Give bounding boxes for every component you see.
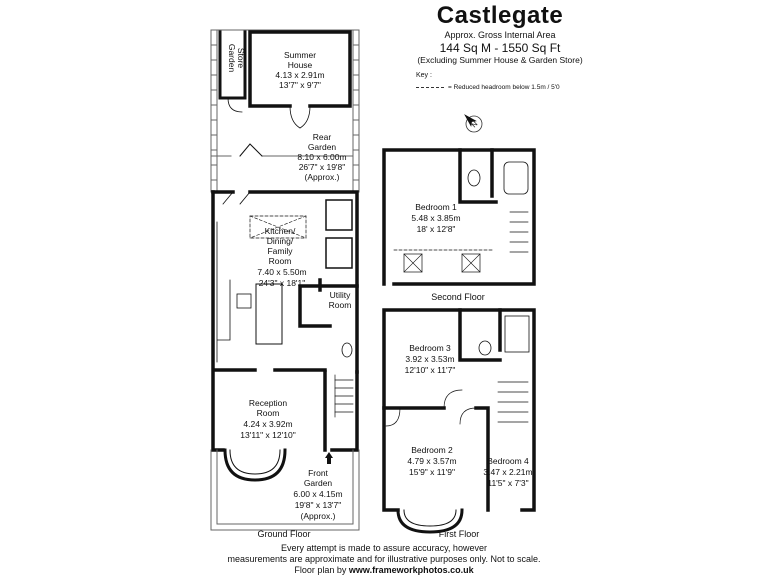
en-suite-toilet	[467, 169, 481, 187]
bedroom1-skylight-right	[461, 253, 481, 273]
reception-bay-window	[223, 448, 287, 482]
summer-house-name-1: Summer	[284, 50, 316, 60]
front-door-arrow	[325, 452, 333, 464]
summer-house-doors	[289, 105, 311, 129]
bedroom3-imperial: 12'10" x 11'7"	[405, 365, 456, 375]
garden-store-name-2: Store	[236, 48, 246, 69]
wc-toilet	[341, 342, 353, 358]
utility-name-2: Room	[329, 300, 352, 310]
front-garden-label: Front Garden 6.00 x 4.15m 19'8" x 13'7" …	[293, 468, 342, 521]
bedroom1-name: Bedroom 1	[415, 202, 457, 212]
bedroom3-metric: 3.92 x 3.53m	[405, 354, 454, 364]
rear-garden-label: Rear Garden 8.10 x 6.00m 26'7" x 19'8" (…	[297, 132, 346, 182]
kitchen-skylight	[249, 215, 307, 239]
garden-store-walls	[218, 30, 247, 100]
credit-link[interactable]: www.frameworkphotos.co.uk	[348, 565, 474, 575]
garden-store-label: Garden Store	[227, 44, 246, 73]
rear-garden-note: (Approx.)	[305, 172, 340, 182]
kitchen-island	[255, 283, 283, 345]
disclaimer-line-2: measurements are approximate and for ill…	[227, 554, 541, 564]
bedroom1-skylight-left	[403, 253, 423, 273]
reception-imperial: 13'11" x 12'10"	[240, 430, 295, 440]
bedroom2-name: Bedroom 2	[411, 445, 453, 455]
garden-gate	[239, 143, 263, 157]
summer-house-walls	[248, 30, 352, 108]
property-title: Castlegate	[436, 2, 564, 29]
rear-garden-name-1: Rear	[313, 132, 332, 142]
kitchen-counter	[216, 221, 231, 363]
bedroom1-imperial: 18' x 12'8"	[417, 224, 456, 234]
bedroom2-metric: 4.79 x 3.57m	[407, 456, 456, 466]
ground-floor-walls	[211, 190, 359, 452]
bedroom2-imperial: 15'9" x 11'9"	[409, 467, 455, 477]
bedroom4-name: Bedroom 4	[487, 456, 529, 466]
bedroom3-name: Bedroom 3	[409, 343, 451, 353]
bedroom4-imperial: 11'5" x 7'3"	[487, 478, 528, 488]
area-exclusion-note: (Excluding Summer House & Garden Store)	[417, 55, 583, 65]
utility-name-1: Utility	[330, 290, 352, 300]
summer-house-label: Summer House 4.13 x 2.91m 13'7" x 9'7"	[275, 50, 324, 90]
dashed-line-icon	[416, 87, 444, 88]
summer-house-metric: 4.13 x 2.91m	[275, 70, 324, 80]
front-garden-metric: 6.00 x 4.15m	[293, 489, 342, 499]
reception-metric: 4.24 x 3.92m	[243, 419, 292, 429]
plan-header: Castlegate Approx. Gross Internal Area 1…	[400, 0, 600, 66]
kitchen-bifold-door	[222, 191, 251, 205]
total-area: 144 Sq M - 1550 Sq Ft	[439, 41, 561, 55]
disclaimer-line-1: Every attempt is made to assure accuracy…	[281, 543, 487, 553]
disclaimer-line-3: Floor plan by www.frameworkphotos.co.uk	[200, 565, 568, 576]
kitchen-name-1: Kitchen/	[265, 226, 296, 236]
kitchen-name-2: Dining/	[267, 236, 294, 246]
ground-floor-stairs	[334, 374, 354, 418]
summer-house-imperial: 13'7" x 9'7"	[279, 80, 321, 90]
key-entry-text: = Reduced headroom below 1.5m / 5'0	[448, 84, 560, 91]
rear-garden-name-2: Garden	[308, 142, 337, 152]
front-garden-name-1: Front	[308, 468, 328, 478]
key-entry: = Reduced headroom below 1.5m / 5'0	[416, 84, 560, 91]
kitchen-name-4: Room	[269, 256, 292, 266]
first-floor-walls	[382, 308, 536, 512]
first-floor-caption: First Floor	[439, 529, 480, 539]
kitchen-label: Kitchen/ Dining/ Family Room 7.40 x 5.50…	[257, 226, 306, 288]
compass-label: N	[471, 121, 480, 130]
summer-house-name-2: House	[288, 60, 313, 70]
key-label: Key :	[416, 72, 432, 79]
bedroom3-label: Bedroom 3 3.92 x 3.53m 12'10" x 11'7"	[405, 343, 456, 375]
kitchen-metric: 7.40 x 5.50m	[257, 267, 306, 277]
reception-label: Reception Room 4.24 x 3.92m 13'11" x 12'…	[240, 398, 295, 440]
en-suite-bath	[503, 161, 529, 195]
second-floor-walls	[382, 148, 536, 286]
utility-label: Utility Room	[329, 290, 352, 310]
front-garden-imperial: 19'8" x 13'7"	[295, 500, 342, 510]
second-floor-caption: Second Floor	[431, 292, 485, 302]
ground-floor-caption: Ground Floor	[257, 529, 310, 539]
front-garden-name-2: Garden	[304, 478, 333, 488]
rear-garden-metric: 8.10 x 6.00m	[297, 152, 346, 162]
disclaimer-footer: Every attempt is made to assure accuracy…	[200, 543, 568, 576]
kitchen-cupboards	[325, 199, 353, 269]
front-garden-outline	[210, 449, 360, 531]
bedroom4-metric: 3.47 x 2.21m	[483, 467, 532, 477]
kitchen-imperial: 24'3" x 18'1"	[259, 278, 306, 288]
rear-garden-outline	[210, 29, 360, 193]
bedroom4-label: Bedroom 4 3.47 x 2.21m 11'5" x 7'3"	[483, 456, 532, 488]
credit-prefix: Floor plan by	[294, 565, 349, 575]
bathroom-bath	[504, 315, 530, 353]
bathroom-toilet	[478, 340, 492, 356]
garden-store-name-1: Garden	[227, 44, 237, 73]
bedroom2-label: Bedroom 2 4.79 x 3.57m 15'9" x 11'9"	[407, 445, 456, 477]
reception-name-1: Reception	[249, 398, 288, 408]
bedroom2-bay-window	[396, 508, 464, 534]
front-garden-note: (Approx.)	[301, 511, 336, 521]
bedroom1-metric: 5.48 x 3.85m	[411, 213, 460, 223]
rear-garden-imperial: 26'7" x 19'8"	[299, 162, 346, 172]
reception-name-2: Room	[257, 408, 280, 418]
garden-store-door	[227, 97, 243, 113]
kitchen-name-3: Family	[267, 246, 293, 256]
area-subtitle: Approx. Gross Internal Area	[444, 30, 556, 40]
compass-icon: N	[464, 114, 483, 133]
bedroom1-label: Bedroom 1 5.48 x 3.85m 18' x 12'8"	[411, 202, 460, 234]
